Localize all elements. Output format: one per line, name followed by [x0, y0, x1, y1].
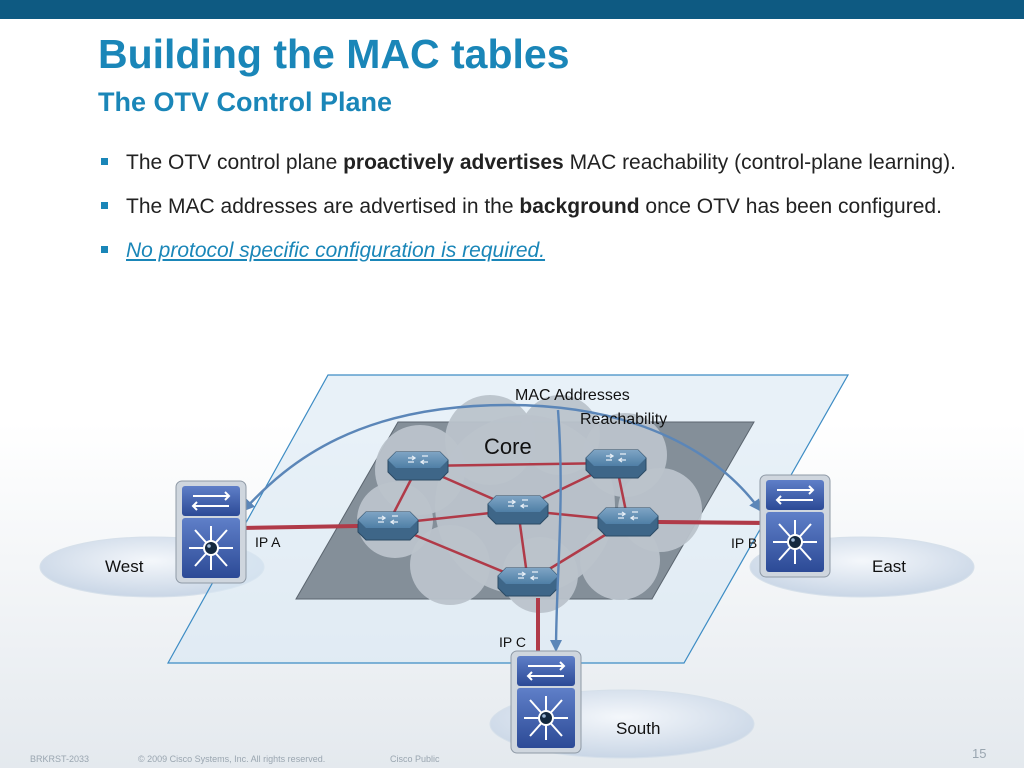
link-label-ip-b: IP B — [731, 535, 757, 551]
link-label-ip-c: IP C — [499, 634, 526, 650]
switch-icon-west — [175, 480, 247, 584]
footer-session-code: BRKRST-2033 — [30, 754, 90, 764]
slide-subtitle: The OTV Control Plane — [98, 87, 393, 117]
router-icon — [497, 567, 559, 597]
page-number: 15 — [972, 746, 987, 761]
router-icon — [357, 511, 419, 541]
router-icon — [387, 451, 449, 481]
top-bar — [0, 0, 1024, 19]
annotation-line1: MAC Addresses — [515, 387, 630, 404]
core-label: Core — [484, 434, 532, 459]
site-label-south: South — [616, 719, 660, 738]
switch-icon-south — [510, 650, 582, 754]
bullet-square-icon — [101, 202, 108, 209]
bullet-item-link[interactable]: No protocol specific configuration is re… — [100, 236, 980, 265]
bullet-item: The OTV control plane proactively advert… — [100, 148, 980, 177]
bullet-list: The OTV control plane proactively advert… — [100, 148, 980, 280]
bullet-square-icon — [101, 158, 108, 165]
link-label-ip-a: IP A — [255, 534, 281, 550]
footer-classification: Cisco Public — [390, 754, 440, 764]
site-label-west: West — [105, 557, 144, 576]
annotation-line2: Reachability — [580, 411, 667, 428]
switch-icon-east — [759, 474, 831, 578]
router-icon — [487, 495, 549, 525]
bullet-square-icon — [101, 246, 108, 253]
router-icon — [585, 449, 647, 479]
advertisement-arrows — [242, 403, 762, 652]
footer-copyright: © 2009 Cisco Systems, Inc. All rights re… — [138, 754, 326, 764]
site-label-east: East — [872, 557, 906, 576]
slide-title: Building the MAC tables — [98, 31, 570, 77]
bullet-item: The MAC addresses are advertised in the … — [100, 192, 980, 221]
router-icon — [597, 507, 659, 537]
